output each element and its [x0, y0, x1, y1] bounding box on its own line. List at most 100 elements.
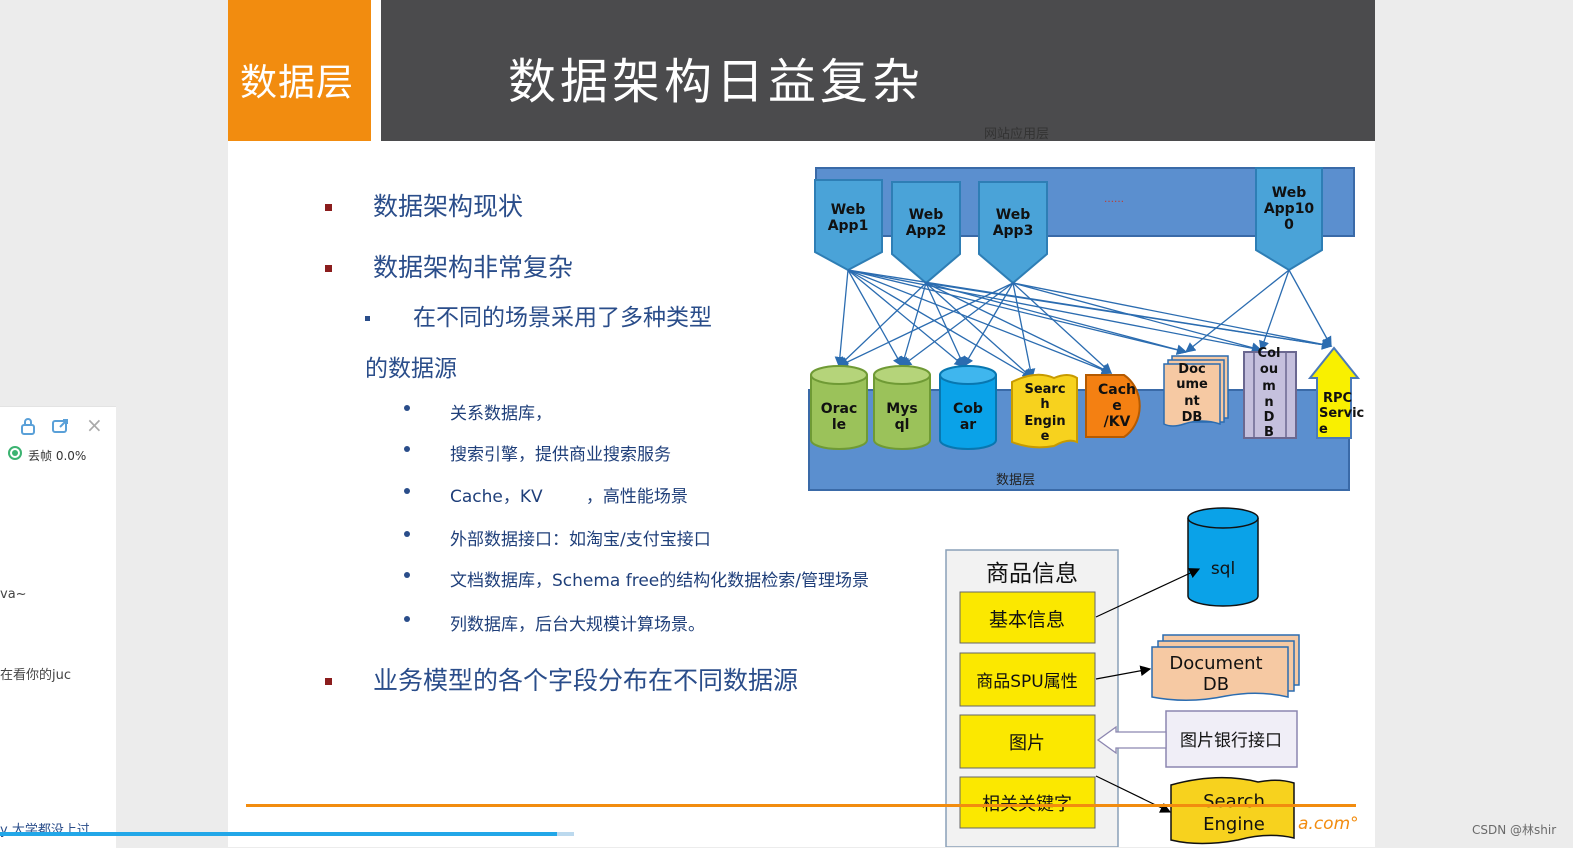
bullet-level3: 搜索引擎，提供商业搜索服务 — [450, 445, 671, 465]
svg-text:App1: App1 — [828, 218, 869, 234]
cache-kv-store: Cach e /KV — [1085, 374, 1141, 438]
mysql-db: Mys ql — [873, 365, 931, 450]
svg-text:Web: Web — [831, 202, 865, 218]
title-bar — [381, 0, 1375, 141]
picture-bank-interface: 图片银行接口 — [1165, 710, 1298, 768]
panel-toolbar: ‹ × — [0, 413, 116, 439]
bullet-level3: 关系数据库， — [450, 404, 552, 424]
svg-text:D: D — [1264, 410, 1275, 425]
bullet-icon — [325, 265, 332, 272]
svg-text:Document: Document — [1169, 653, 1262, 674]
ellipsis-label: …… — [1104, 194, 1124, 205]
section-tag-label: 数据层 — [240, 61, 354, 104]
web-app-2: Web App2 — [891, 181, 961, 285]
architecture-diagram: 网站应用层 …… Web App1 Web App2 Web App3 Web … — [808, 126, 1364, 491]
svg-text:DB: DB — [1203, 674, 1229, 695]
svg-text:sql: sql — [1211, 559, 1235, 579]
field-keywords: 相关关键字 — [959, 776, 1096, 829]
arrow-pic-to-image — [1096, 725, 1167, 755]
arrow-basic-to-sql — [1095, 568, 1201, 618]
svg-text:图片: 图片 — [1009, 733, 1045, 754]
bullet-level1: 业务模型的各个字段分布在不同数据源 — [373, 666, 799, 695]
svg-text:Cach: Cach — [1098, 382, 1136, 398]
svg-text:ou: ou — [1260, 362, 1278, 377]
lock-icon[interactable] — [20, 417, 36, 439]
svg-text:App3: App3 — [993, 223, 1034, 239]
svg-text:Orac: Orac — [821, 401, 858, 417]
app-layer-label: 网站应用层 — [984, 126, 1049, 142]
data-layer-label: 数据层 — [996, 473, 1035, 488]
svg-text:Search: Search — [1203, 791, 1265, 812]
svg-text:Servic: Servic — [1319, 406, 1364, 421]
svg-text:Searc: Searc — [1024, 382, 1065, 397]
watermark: CSDN @林shir — [1472, 823, 1557, 837]
svg-text:Col: Col — [1258, 346, 1281, 361]
product-info-diagram: 商品信息 基本信息 商品SPU属性 图片 相关关键字 sql Doc — [945, 507, 1300, 847]
svg-text:Cob: Cob — [953, 401, 983, 417]
svg-text:Engin: Engin — [1024, 414, 1065, 429]
bullet-level3: Cache，KV ，高性能场景 — [450, 487, 688, 507]
video-control-panel: ‹ × 丢帧 0.0% va~ 在看你的juc — [0, 406, 116, 848]
svg-text:Web: Web — [909, 207, 943, 223]
svg-text:App10: App10 — [1264, 201, 1315, 217]
arrow-spu-to-doc — [1095, 665, 1152, 680]
slide-title: 数据架构日益复杂 — [508, 54, 925, 110]
svg-text:Web: Web — [996, 207, 1030, 223]
footer-logo: a.com° — [1298, 814, 1359, 834]
svg-text:Engine: Engine — [1203, 814, 1265, 835]
bullet-level3: 列数据库，后台大规模计算场景。 — [450, 615, 705, 635]
svg-text:nt: nt — [1184, 394, 1199, 409]
svg-text:e: e — [1112, 398, 1122, 414]
svg-text:ql: ql — [895, 417, 910, 433]
bullet-level1: 数据架构非常复杂 — [373, 253, 574, 282]
bullet-level3: 文档数据库，Schema free的结构化数据检索/管理场景 — [450, 571, 869, 591]
svg-text:App2: App2 — [906, 223, 947, 239]
footer-divider — [246, 804, 1356, 807]
field-spu-attributes: 商品SPU属性 — [959, 652, 1096, 707]
chat-message: 在看你的juc — [0, 668, 71, 683]
cobar-db: Cob ar — [939, 365, 997, 450]
bullet-icon — [404, 488, 410, 494]
svg-text:Web: Web — [1272, 185, 1306, 201]
document-db-store: Doc ume nt DB — [1163, 355, 1229, 427]
svg-text:n: n — [1264, 395, 1273, 410]
svg-text:m: m — [1262, 379, 1276, 394]
svg-text:DB: DB — [1182, 410, 1203, 425]
web-app-3: Web App3 — [978, 181, 1048, 285]
bullet-icon — [325, 204, 332, 211]
svg-text:e: e — [1319, 422, 1328, 437]
sql-db: sql — [1187, 507, 1259, 607]
bullet-icon — [325, 678, 332, 685]
connection-arrows — [834, 269, 1333, 380]
chat-message: va~ — [0, 587, 27, 602]
svg-text:基本信息: 基本信息 — [989, 609, 1065, 631]
bullet-icon — [404, 616, 410, 622]
pip-icon[interactable] — [52, 417, 70, 439]
close-icon[interactable]: × — [86, 413, 103, 437]
slide: 数据层 数据架构日益复杂 数据架构现状 数据架构非常复杂 在不同的场景采用了多种… — [228, 0, 1375, 847]
document-db: Document DB — [1151, 634, 1300, 702]
bullet-level2: 在不同的场景采用了多种类型 — [413, 305, 712, 331]
svg-text:商品SPU属性: 商品SPU属性 — [976, 672, 1078, 692]
drop-frame-label: 丢帧 0.0% — [28, 449, 87, 463]
status-dot-icon — [8, 446, 22, 460]
web-app-1: Web App1 — [814, 179, 883, 272]
bullet-icon — [404, 572, 410, 578]
section-tag — [228, 0, 371, 141]
svg-text:e: e — [1041, 429, 1050, 444]
svg-text:图片银行接口: 图片银行接口 — [1180, 731, 1282, 751]
field-basic-info: 基本信息 — [959, 591, 1096, 644]
bullet-icon — [404, 405, 410, 411]
video-progress-fill — [0, 832, 557, 836]
column-db-store: Col ou m n D B — [1243, 346, 1297, 440]
svg-text:0: 0 — [1284, 217, 1294, 233]
field-image: 图片 — [959, 714, 1096, 769]
svg-text:Doc: Doc — [1178, 362, 1205, 377]
product-info-title: 商品信息 — [986, 561, 1078, 587]
svg-text:/KV: /KV — [1104, 414, 1131, 430]
bullet-icon — [404, 531, 410, 537]
bullet-level3: 外部数据接口：如淘宝/支付宝接口 — [450, 530, 711, 550]
svg-text:ar: ar — [960, 417, 976, 433]
web-app-100: Web App10 0 — [1255, 167, 1323, 272]
svg-text:B: B — [1264, 425, 1274, 440]
